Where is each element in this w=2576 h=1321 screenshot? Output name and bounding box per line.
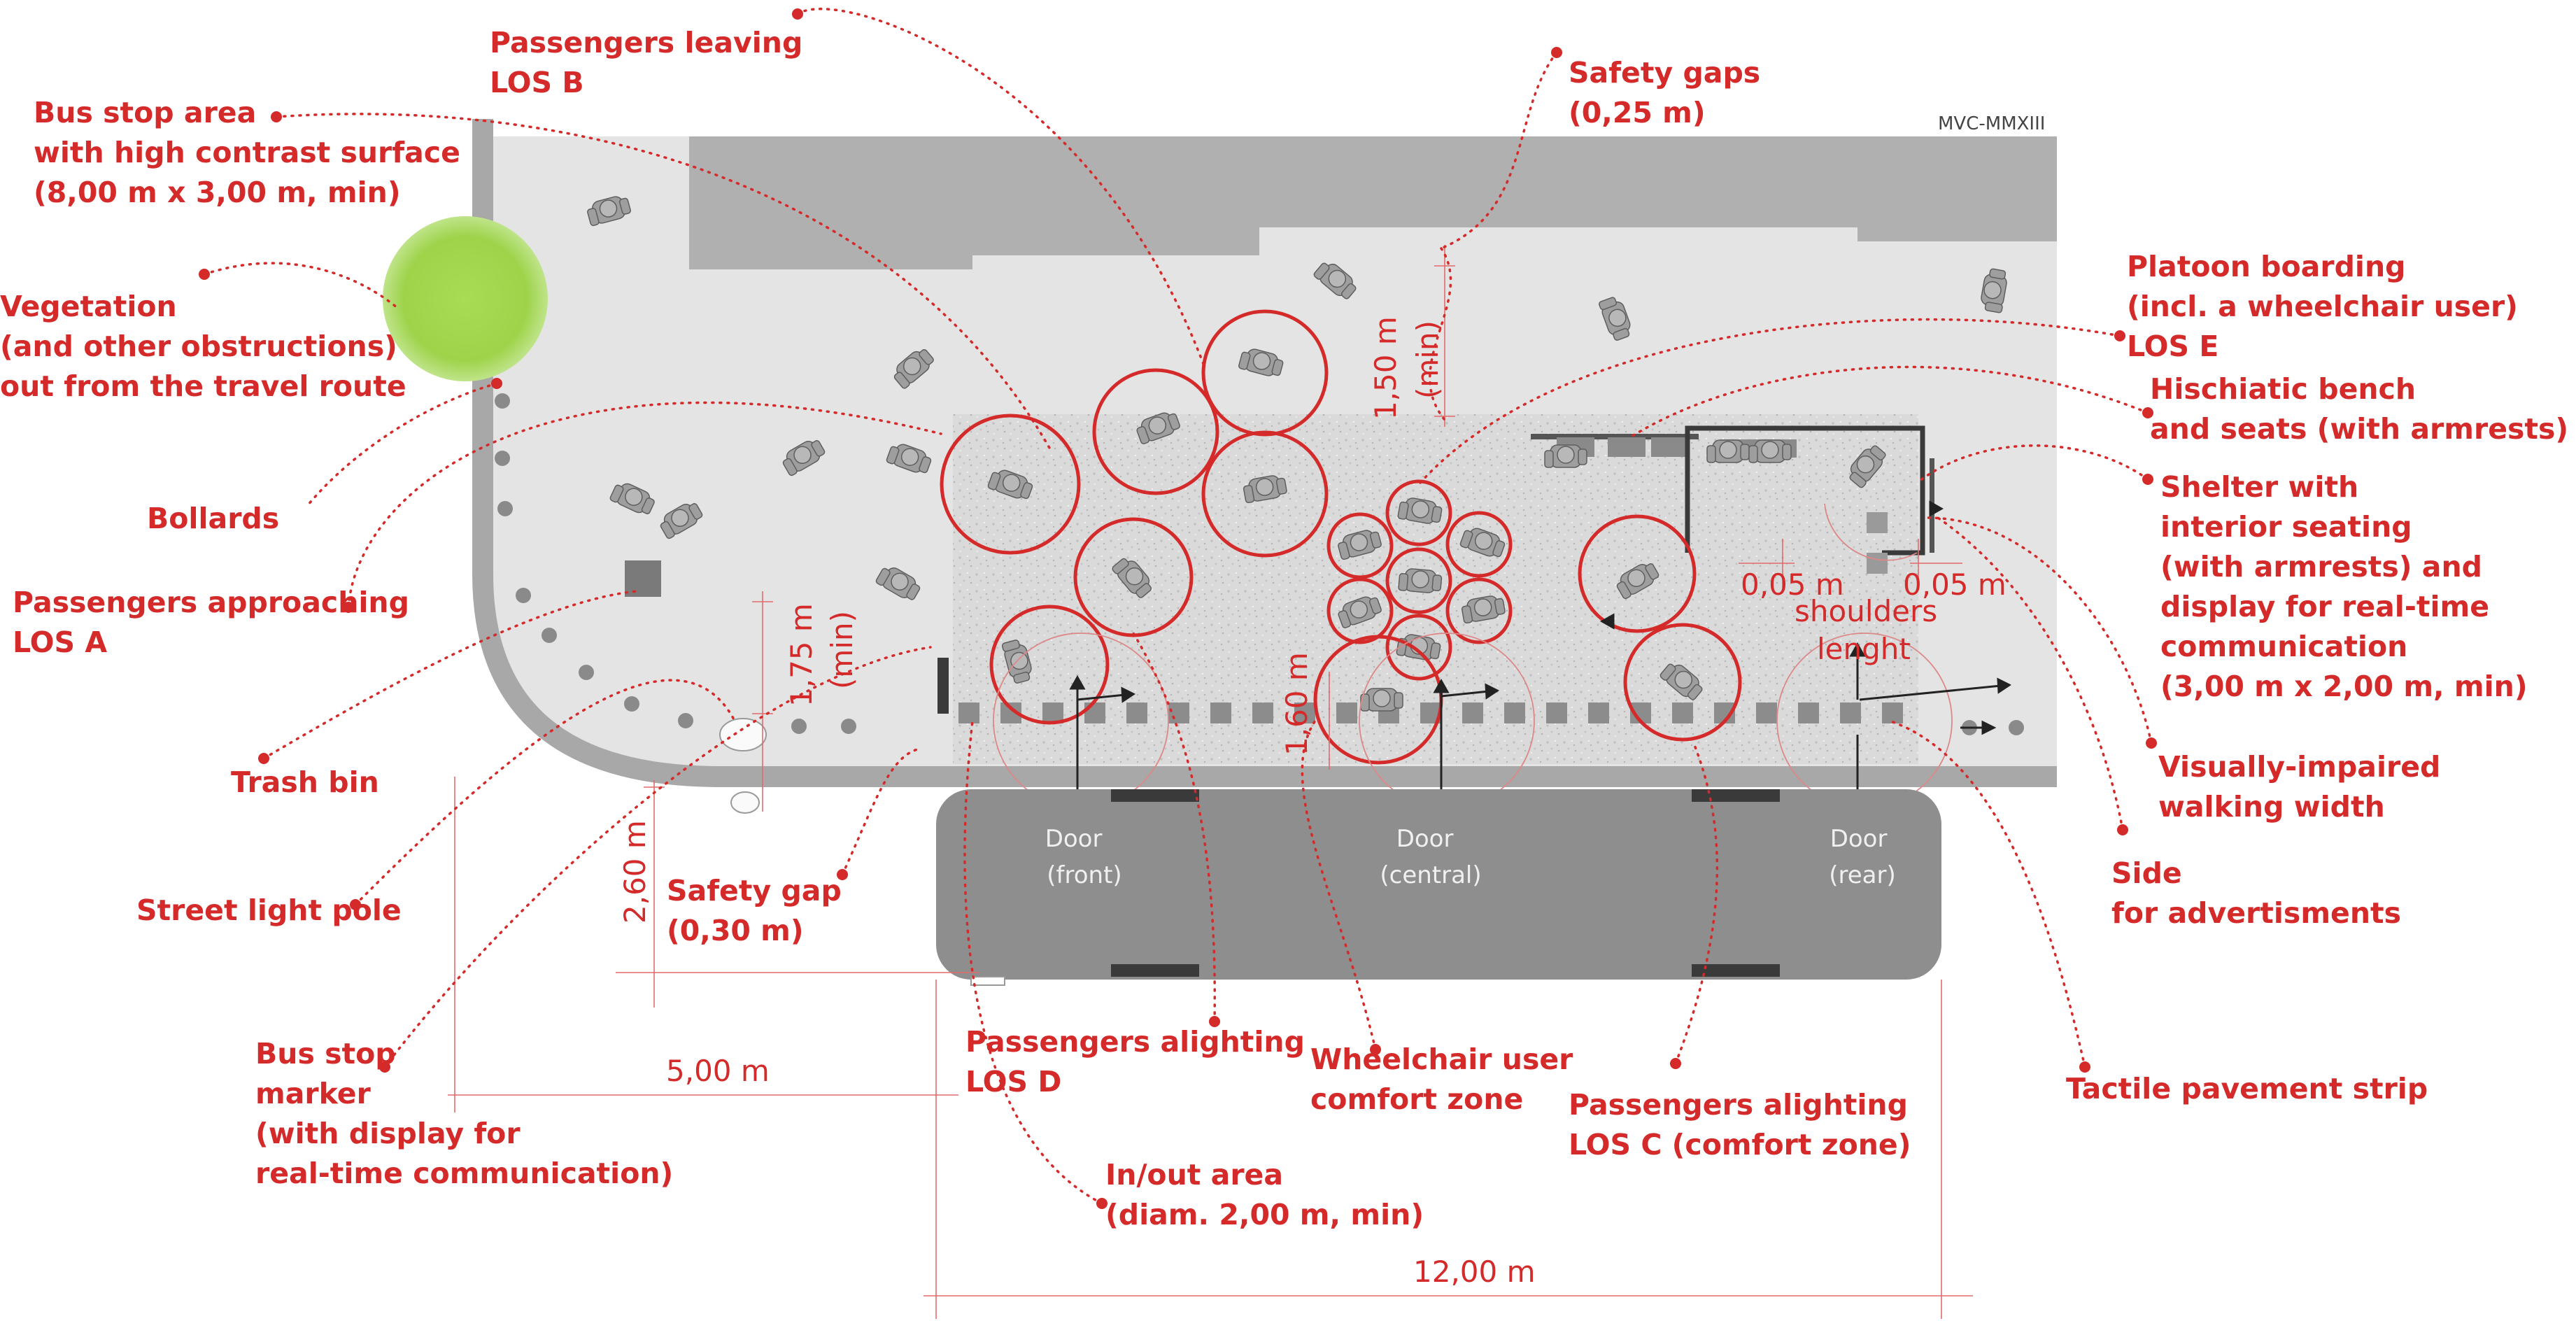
passenger-zones bbox=[940, 309, 1953, 809]
zone-los-b-1 bbox=[1092, 368, 1219, 495]
dim-175: 1,75 m bbox=[784, 603, 819, 707]
label-trash-bin: Trash bin bbox=[231, 765, 379, 799]
label-tactile-pavement: Tactile pavement strip bbox=[2066, 1072, 2428, 1105]
zone-los-b-3 bbox=[1201, 430, 1329, 558]
label-safety-gap: Safety gap (0,30 m) bbox=[667, 874, 851, 947]
bus-body bbox=[936, 789, 1941, 980]
dim-005-left: 0,05 m bbox=[1741, 567, 1844, 602]
zone-los-c-2 bbox=[1623, 623, 1742, 742]
zone-los-e-4 bbox=[1385, 547, 1452, 614]
label-street-light-pole: Street light pole bbox=[136, 893, 402, 927]
label-passengers-leaving: Passengers leaving LOS B bbox=[490, 26, 813, 99]
label-bench: Hischiatic bench and seats (with armrest… bbox=[2150, 372, 2568, 446]
label-advertisments: Side for advertisments bbox=[2111, 856, 2401, 930]
label-platoon-boarding: Platoon boarding (incl. a wheelchair use… bbox=[2127, 250, 2528, 363]
zone-los-d-2 bbox=[989, 605, 1110, 725]
dim-175-min: (min) bbox=[825, 611, 859, 689]
tactile-pavement-strip bbox=[958, 702, 1903, 723]
bus bbox=[936, 789, 1941, 986]
zone-los-e-1 bbox=[1385, 479, 1452, 546]
trash-bin bbox=[625, 560, 661, 597]
label-visually-impaired: Visually-impaired walking width bbox=[2158, 750, 2451, 824]
dim-shoulders: shoulders lenght bbox=[1795, 594, 1947, 666]
dim-150: 1,50 m bbox=[1368, 316, 1403, 420]
zone-los-e-2 bbox=[1445, 511, 1513, 578]
building bbox=[689, 136, 2057, 269]
label-bus-stop-area: Bus stop area with high contrast surface… bbox=[34, 96, 470, 209]
zone-los-a bbox=[940, 414, 1081, 555]
label-wheelchair-comfort-zone: Wheelchair user comfort zone bbox=[1310, 1043, 1583, 1116]
zone-los-c-1 bbox=[1578, 514, 1697, 633]
zone-los-e-5 bbox=[1326, 512, 1394, 579]
vegetation-shrub bbox=[383, 216, 548, 381]
dim-160: 1,60 m bbox=[1280, 652, 1314, 756]
dim-260: 2,60 m bbox=[618, 820, 652, 924]
dim-500: 5,00 m bbox=[666, 1054, 770, 1088]
label-shelter: Shelter with interior seating (with armr… bbox=[2160, 470, 2528, 703]
dimension-lines bbox=[448, 245, 1973, 1319]
dim-1200: 12,00 m bbox=[1413, 1255, 1536, 1289]
movement-arrows bbox=[1069, 500, 2011, 816]
label-safety-gaps: Safety gaps (0,25 m) bbox=[1569, 56, 1771, 129]
leader-lines bbox=[203, 8, 2153, 1205]
leader-dots bbox=[199, 8, 2157, 1209]
bus-stop-marker bbox=[937, 658, 949, 714]
credit-text: MVC-MMXIII bbox=[1938, 113, 2045, 134]
door-central-label: Door (central) bbox=[1380, 825, 1481, 889]
street-light-base bbox=[730, 791, 760, 814]
dim-005-right: 0,05 m bbox=[1903, 567, 2007, 602]
label-passengers-alighting-c: Passengers alighting LOS C (comfort zone… bbox=[1569, 1088, 1918, 1161]
bollards bbox=[495, 393, 2024, 735]
zone-los-b-2 bbox=[1201, 309, 1329, 437]
zone-los-e-7 bbox=[1385, 614, 1452, 681]
zone-los-e-6 bbox=[1326, 577, 1394, 644]
label-passengers-alighting-d: Passengers alighting LOS D bbox=[965, 1025, 1315, 1099]
door-rear-label: Door (rear) bbox=[1829, 825, 1896, 889]
dim-150-min: (min) bbox=[1410, 320, 1445, 399]
street-light-pole bbox=[719, 718, 767, 751]
door-front-label: Door (front) bbox=[1045, 825, 1122, 889]
base-plan bbox=[383, 119, 2057, 1319]
label-passengers-approaching: Passengers approaching LOS A bbox=[13, 586, 419, 659]
zone-los-e-3 bbox=[1445, 577, 1513, 644]
label-bus-stop-marker: Bus stop marker (with display for real-t… bbox=[255, 1037, 673, 1190]
label-vegetation: Vegetation (and other obstructions) out … bbox=[0, 290, 407, 403]
curb bbox=[472, 119, 2057, 787]
label-bollards: Bollards bbox=[147, 502, 279, 535]
label-in-out-area: In/out area (diam. 2,00 m, min) bbox=[1105, 1158, 1424, 1231]
